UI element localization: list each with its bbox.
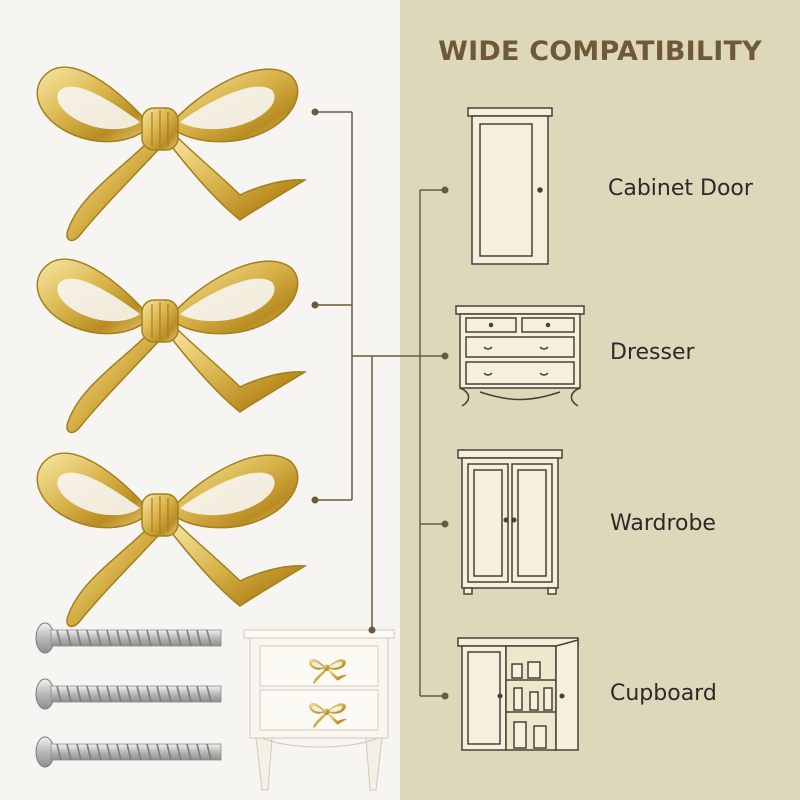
use-label-dresser: Dresser (610, 340, 695, 365)
bow-knob-image (36, 258, 306, 434)
connector-dots (311, 108, 449, 700)
dresser-icon (455, 305, 585, 407)
wardrobe-icon (457, 449, 563, 595)
use-label-cabinet-door: Cabinet Door (608, 176, 753, 201)
nightstand-image (243, 629, 395, 791)
bow-knob-image (36, 66, 306, 242)
page-title: WIDE COMPATIBILITY (438, 36, 762, 67)
cupboard-icon (457, 637, 579, 751)
connector-lines (315, 111, 445, 697)
screw-image (35, 622, 222, 654)
bow-knob-image (36, 452, 306, 628)
use-label-cupboard: Cupboard (610, 681, 717, 706)
cabinet-door-icon (467, 107, 553, 265)
use-label-wardrobe: Wardrobe (610, 511, 716, 536)
screw-image (35, 736, 222, 768)
screw-image (35, 678, 222, 710)
